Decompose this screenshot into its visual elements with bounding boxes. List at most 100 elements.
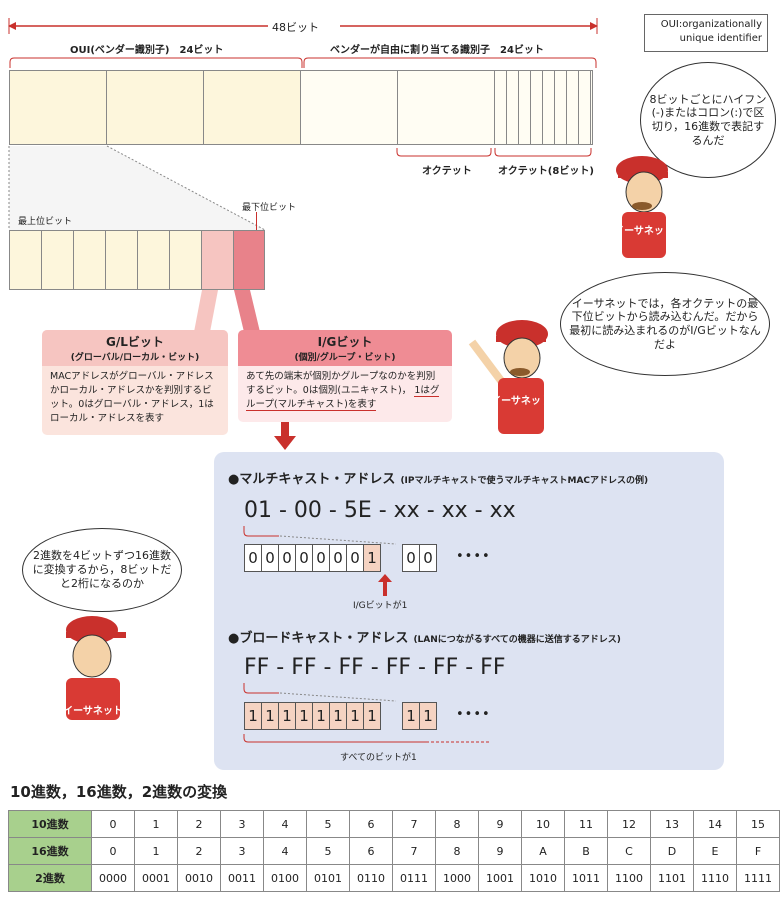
cell: 0010 [177, 864, 221, 892]
broadcast-note: (LANにつながるすべての機器に送信するアドレス) [413, 635, 621, 645]
mc-bit-2: 0 [261, 544, 279, 572]
cell: 3 [220, 837, 264, 865]
oui-note-box: OUI:organizationally unique identifier [644, 14, 768, 52]
cell: 4 [263, 837, 307, 865]
cell: 0011 [220, 864, 264, 892]
cell: 8 [435, 837, 479, 865]
cell: F [736, 837, 780, 865]
mc-next-bit-1: 0 [402, 544, 420, 572]
broadcast-bits: 1 1 1 1 1 1 1 1 1 1 [244, 702, 464, 730]
mascot-mid-apron: イーサネット [491, 395, 551, 407]
cell: 0110 [349, 864, 393, 892]
octet-3 [203, 70, 301, 145]
ig-body: あて先の端末が個別かグループなのかを判別するビット。0は個別(ユニキャスト)， … [238, 366, 452, 416]
multicast-bits: 0 0 0 0 0 0 0 1 0 0 [244, 544, 464, 572]
lsb-marker [256, 212, 257, 230]
row-header-hex: 16進数 [8, 837, 92, 865]
broadcast-title: ●ブロードキャスト・アドレス [228, 631, 409, 646]
cell: 14 [693, 810, 737, 838]
bc-next-bit-2: 1 [419, 702, 437, 730]
cell: 0111 [392, 864, 436, 892]
cell: 6 [349, 837, 393, 865]
cell: A [521, 837, 565, 865]
multicast-note: (IPマルチキャストで使うマルチキャストMACアドレスの例) [400, 476, 649, 486]
speech-top: 8ビットごとにハイフン(-)またはコロン(:)で区切り，16進数で表記するんだ [640, 62, 776, 178]
cell: 6 [349, 810, 393, 838]
bc-ellipsis: •••• [456, 707, 491, 722]
cell: 0101 [306, 864, 350, 892]
cell: 7 [392, 810, 436, 838]
mc-ig-arrow [378, 574, 392, 596]
cell: 1110 [693, 864, 737, 892]
cell: D [650, 837, 694, 865]
mascot-left: イーサネット [63, 616, 126, 720]
broadcast-address: FF - FF - FF - FF - FF - FF [244, 655, 506, 680]
mc-bit-3: 0 [278, 544, 296, 572]
octet-1 [9, 70, 107, 145]
bit-1 [9, 230, 42, 290]
mc-ellipsis: •••• [456, 549, 491, 564]
multicast-address: 01 - 00 - 5E - xx - xx - xx [244, 498, 516, 523]
table-row-dec: 10進数 0 1 2 3 4 5 6 7 8 9 10 11 12 13 14 … [8, 810, 780, 838]
multicast-first-octet-bracket [243, 526, 279, 537]
cell: 1111 [736, 864, 780, 892]
bit-2 [41, 230, 74, 290]
bc-bit-2: 1 [261, 702, 279, 730]
cell: B [564, 837, 608, 865]
table-row-bin: 2進数 0000 0001 0010 0011 0100 0101 0110 0… [8, 864, 780, 892]
cell: 9 [478, 810, 522, 838]
gl-title: G/Lビット [106, 335, 164, 349]
cell: 13 [650, 810, 694, 838]
octet-5 [397, 70, 495, 145]
bc-bit-1: 1 [244, 702, 262, 730]
table-title: 10進数，16進数，2進数の変換 [10, 783, 228, 801]
cell: 1001 [478, 864, 522, 892]
bc-bit-7: 1 [346, 702, 364, 730]
cell: 3 [220, 810, 264, 838]
conversion-table: 10進数 0 1 2 3 4 5 6 7 8 9 10 11 12 13 14 … [8, 810, 780, 892]
gl-bit [201, 230, 234, 290]
oui-label: OUI(ベンダー識別子) 24ビット [70, 45, 224, 56]
broadcast-heading: ●ブロードキャスト・アドレス (LANにつながるすべての機器に送信するアドレス) [228, 627, 621, 646]
broadcast-zoom-line [280, 692, 397, 702]
octet-6-bits [494, 70, 593, 145]
bc-bit-3: 1 [278, 702, 296, 730]
cell: 2 [177, 837, 221, 865]
bc-next-bit-1: 1 [402, 702, 420, 730]
cell: C [607, 837, 651, 865]
multicast-title: ●マルチキャスト・アドレス [228, 472, 396, 487]
cell: 0001 [134, 864, 178, 892]
cell: 0 [91, 810, 135, 838]
ig-body-1: あて先の端末が個別かグループなのかを判別するビット。0は個別(ユニキャスト)， [246, 371, 436, 396]
mc-bit-7: 0 [346, 544, 364, 572]
cell: 0 [91, 837, 135, 865]
bc-bit-4: 1 [295, 702, 313, 730]
bc-bit-5: 1 [312, 702, 330, 730]
mc-ig-label: I/Gビットが1 [353, 601, 408, 611]
cell: 12 [607, 810, 651, 838]
cell: 0100 [263, 864, 307, 892]
mc-bit-6: 0 [329, 544, 347, 572]
broadcast-first-octet-bracket [243, 683, 279, 694]
cell: 1000 [435, 864, 479, 892]
gl-bit-box: G/Lビット (グローバル/ローカル・ビット) MACアドレスがグローバル・アド… [42, 330, 228, 435]
bc-bit-6: 1 [329, 702, 347, 730]
cell: 5 [306, 810, 350, 838]
mc-bit-4: 0 [295, 544, 313, 572]
mascot-left-apron: イーサネット [63, 705, 123, 717]
speech-mid: イーサネットでは，各オクテットの最下位ビットから読み込むんだ。だから最初に読み込… [560, 272, 770, 376]
ig-title-band: I/Gビット (個別/グループ・ビット) [238, 330, 452, 366]
bit-4 [105, 230, 138, 290]
gl-body: MACアドレスがグローバル・アドレスかローカル・アドレスかを判別するビット。0は… [50, 371, 214, 424]
cell: 1 [134, 837, 178, 865]
cell: 10 [521, 810, 565, 838]
octet-brackets [396, 148, 592, 157]
octet-bits-row [9, 230, 265, 290]
ig-subtitle: (個別/グループ・ビット) [294, 353, 396, 363]
bc-bit-8: 1 [363, 702, 381, 730]
octet-2 [106, 70, 204, 145]
octet-label: オクテット [422, 166, 472, 177]
bc-all-label: すべてのビットが1 [340, 753, 417, 763]
mc-next-bit-2: 0 [419, 544, 437, 572]
ig-body-2: 1はグループ(マルチキャスト)を表す [246, 385, 440, 411]
